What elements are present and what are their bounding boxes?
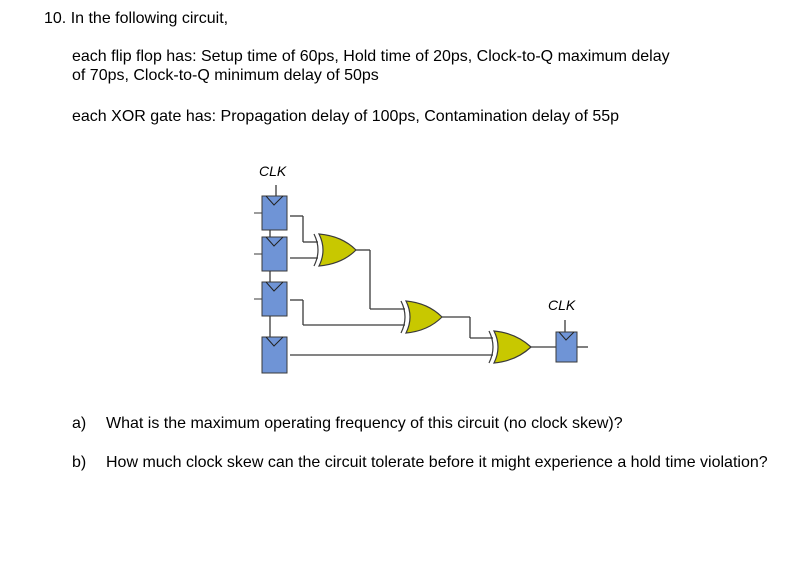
part-b-text: How much clock skew can the circuit tole… xyxy=(106,454,768,471)
wires xyxy=(269,185,588,372)
flipflop-1 xyxy=(254,195,288,231)
flipflop-spec-line-2: of 70ps, Clock-to-Q minimum delay of 50p… xyxy=(72,67,379,84)
part-a-label: a) xyxy=(72,415,87,432)
xor-spec-line: each XOR gate has: Propagation delay of … xyxy=(72,108,620,125)
clk-label-top: CLK xyxy=(259,163,287,179)
question-number: 10. In the following circuit, xyxy=(44,10,229,27)
flipflop-3 xyxy=(254,281,288,317)
part-b: b) How much clock skew can the circuit t… xyxy=(72,453,792,493)
flipflop-output xyxy=(555,331,578,363)
flipflop-4 xyxy=(261,336,288,374)
part-b-label: b) xyxy=(72,454,87,471)
xor-gate-2 xyxy=(400,300,443,334)
flipflop-2 xyxy=(254,236,288,272)
part-a: a) What is the maximum operating frequen… xyxy=(72,414,792,434)
part-a-text: What is the maximum operating frequency … xyxy=(106,415,623,432)
flipflop-spec-line-1: each flip flop has: Setup time of 60ps, … xyxy=(72,48,670,65)
clk-label-right: CLK xyxy=(548,297,576,313)
xor-gate-1 xyxy=(313,233,357,267)
xor-gate-3 xyxy=(488,330,532,364)
